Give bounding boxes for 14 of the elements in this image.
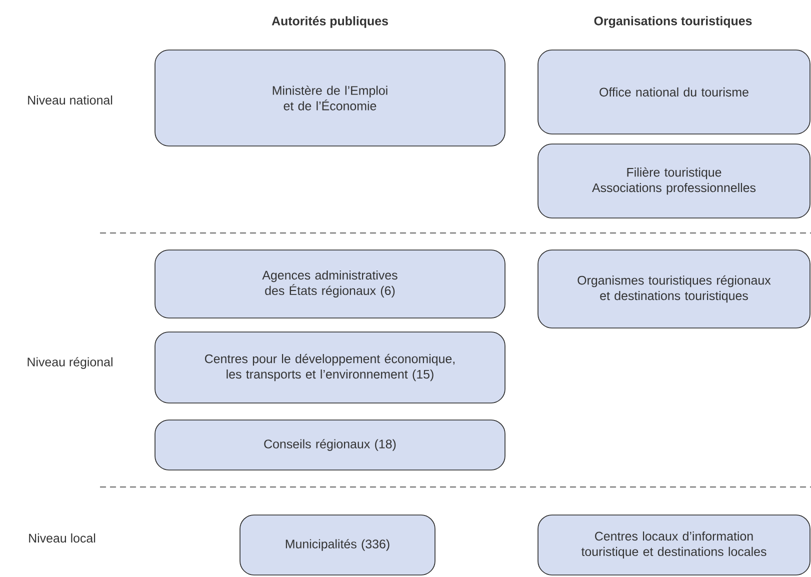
org-box: Ministère de l’Emploi et de l’Économie xyxy=(154,50,506,146)
org-box: Municipalités (336) xyxy=(240,514,436,576)
level-label: Niveau national xyxy=(28,95,112,105)
level-label: Niveau régional xyxy=(28,357,112,369)
org-box: Centres locaux d’information touristique et destinations locales xyxy=(538,514,810,576)
org-box: Centres pour le développement économique, les transports et l’environnement (15) xyxy=(154,332,506,404)
level-label: Niveau local xyxy=(29,533,96,543)
org-box: Agences administratives des États régionaux (6) xyxy=(154,250,506,318)
column-heading: Autorités publiques xyxy=(272,16,388,28)
org-box: Filière touristique Associations professionnelles xyxy=(538,144,810,218)
column-heading: Organisations touristiques xyxy=(594,16,752,28)
org-box: Conseils régionaux (18) xyxy=(154,420,506,470)
org-box: Organismes touristiques régionaux et destinations touristiques xyxy=(538,250,810,328)
org-box: Office national du tourisme xyxy=(538,50,810,134)
